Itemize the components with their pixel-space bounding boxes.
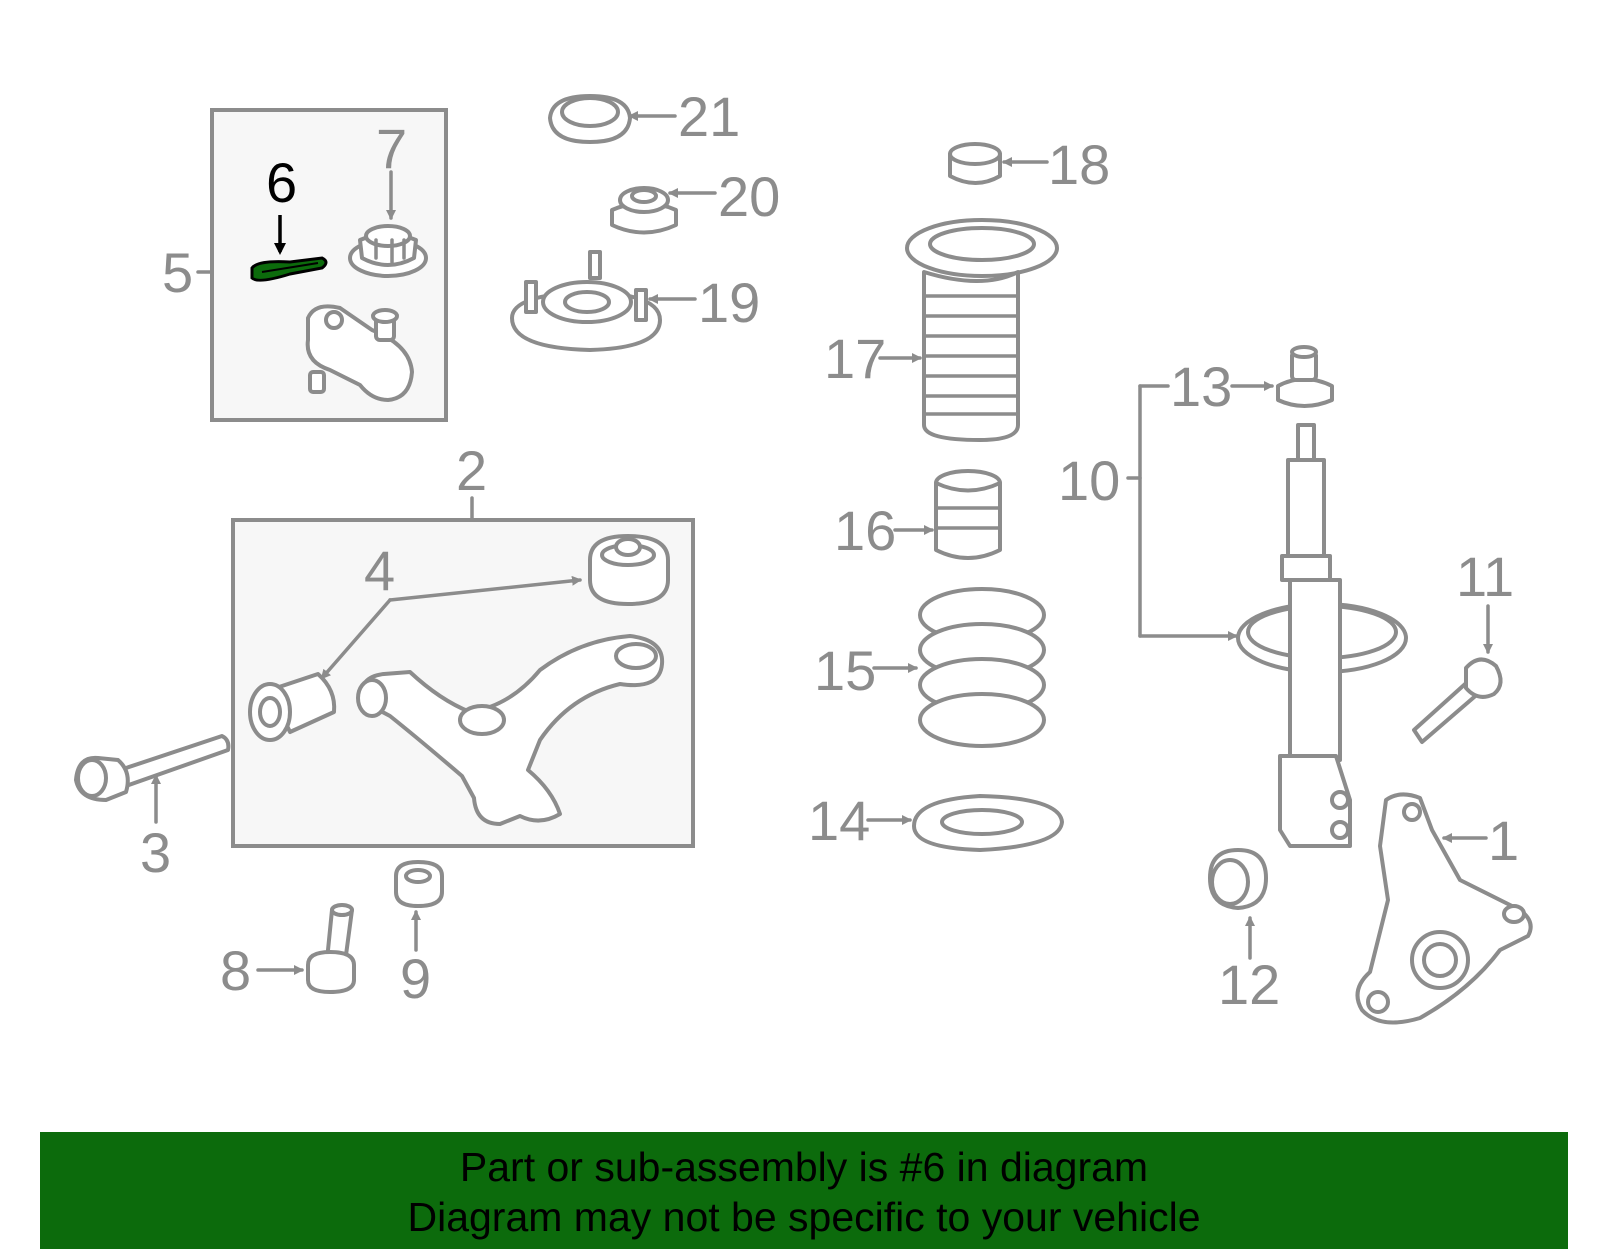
part-16-bump-stop[interactable] [934, 469, 1002, 560]
part-2-control-arm[interactable] [356, 634, 665, 826]
part-12-nut[interactable] [1208, 848, 1268, 910]
callout-15: 15 [814, 639, 876, 702]
part-6-cotter-pin[interactable] [250, 256, 328, 282]
part-19-strut-mount[interactable] [510, 250, 662, 352]
part-3-bolt[interactable] [74, 734, 231, 802]
callout-3: 3 [140, 821, 171, 884]
part-9-nut[interactable] [394, 860, 444, 908]
part-5-ball-joint[interactable] [305, 304, 414, 402]
part-14-spring-seat[interactable] [912, 794, 1064, 852]
callout-12: 12 [1218, 953, 1280, 1016]
callout-7: 7 [376, 117, 407, 180]
callout-20: 20 [718, 165, 780, 228]
callout-21: 21 [678, 85, 740, 148]
part-4-bushing-rear[interactable] [588, 534, 670, 606]
part-13-nut[interactable] [1276, 345, 1334, 408]
part-1-steering-knuckle[interactable] [1355, 792, 1533, 1025]
callout-11: 11 [1456, 545, 1514, 608]
part-11-bolt[interactable] [1412, 657, 1503, 744]
callout-4: 4 [364, 539, 395, 602]
part-21-cap[interactable] [548, 94, 632, 144]
part-4-bushing-front[interactable] [248, 672, 337, 742]
part-20-nut[interactable] [610, 186, 678, 235]
banner-line-1: Part or sub-assembly is #6 in diagram [459, 1144, 1149, 1190]
callout-10: 10 [1058, 449, 1120, 512]
callout-19: 19 [698, 271, 760, 334]
part-17-dust-boot[interactable] [905, 218, 1059, 442]
callout-6: 6 [266, 151, 297, 214]
callout-16: 16 [834, 499, 896, 562]
callout-2: 2 [456, 439, 487, 502]
callout-8: 8 [220, 939, 251, 1002]
callout-13: 13 [1170, 355, 1232, 418]
callout-18: 18 [1048, 133, 1110, 196]
part-10-strut[interactable] [1236, 423, 1408, 848]
callout-1: 1 [1488, 809, 1519, 872]
callout-9: 9 [400, 947, 431, 1010]
info-banner: Part or sub-assembly is #6 in diagram Di… [40, 1132, 1568, 1249]
part-8-bolt[interactable] [306, 903, 356, 994]
banner-line-2: Diagram may not be specific to your vehi… [407, 1194, 1201, 1240]
part-18-bushing[interactable] [948, 142, 1002, 185]
part-15-coil-spring[interactable] [918, 587, 1046, 748]
callout-5: 5 [162, 241, 193, 304]
callout-17: 17 [824, 327, 886, 390]
part-7-castle-nut[interactable] [348, 224, 428, 278]
callout-14: 14 [808, 789, 870, 852]
